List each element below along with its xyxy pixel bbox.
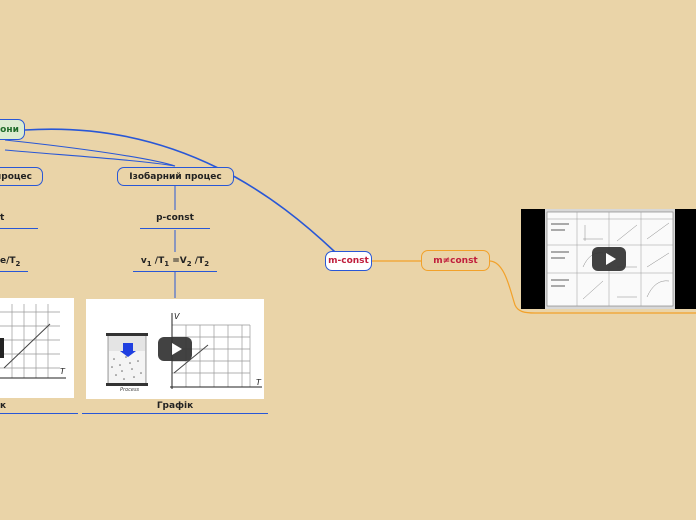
m-not-const-node[interactable]: m≠const [421,250,490,271]
isobaric-graph-thumbnail[interactable]: Process V T [86,299,264,399]
left-graph-caption: к [0,401,7,411]
isobaric-graph-underline [82,413,268,414]
play-icon[interactable] [158,337,192,361]
left-graph-underline [0,413,78,414]
isobaric-process-label: Ізобарний процес [129,171,222,182]
piston-caption: Process [120,387,140,393]
isobaric-formula-underline [133,271,217,272]
left-process-node-label: процес [0,171,32,182]
left-process-node[interactable]: процес [0,167,43,186]
isobaric-param: p-const [156,213,194,223]
m-const-node[interactable]: m-const [325,251,372,271]
video-play-icon[interactable] [592,247,626,271]
m-const-label: m-const [328,256,369,266]
laws-node[interactable]: кони [0,119,25,140]
left-graph-thumbnail[interactable]: T [0,298,74,398]
video-frame [545,209,675,309]
left-param-fragment: t [0,213,5,223]
isobaric-formula: v1 /T1 =V2 /T2 [140,256,210,268]
graph-axis-v: V [174,312,180,321]
m-not-const-label: m≠const [433,255,478,266]
svg-text:T: T [60,367,66,376]
laws-node-label: кони [0,124,19,135]
graph-grid-icon: T [0,304,66,379]
left-formula-underline [0,271,28,272]
isobaric-graph-image: Process V T [106,312,262,393]
isobaric-graph-caption: Графік [156,401,194,411]
isobaric-param-underline [140,228,210,229]
video-thumbnail[interactable] [521,209,696,309]
isobaric-process-node[interactable]: Ізобарний процес [117,167,234,186]
graph-axis-t: T [256,378,262,387]
left-param-underline [0,228,38,229]
left-formula-fragment: e/T2 [0,256,21,268]
